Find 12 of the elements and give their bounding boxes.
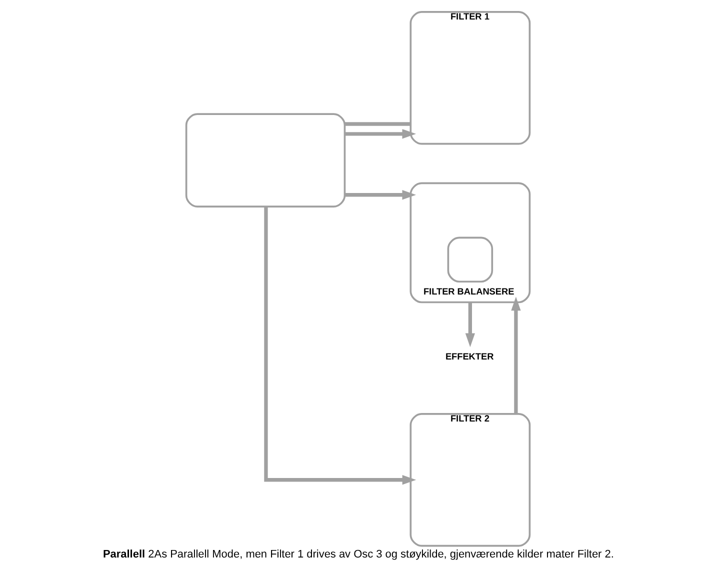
arrow: [464, 302, 474, 348]
node-box: [184, 113, 346, 208]
caption: Parallell 2As Parallell Mode, men Filter 1 drives av Osc 3 og støykilde, gjenværende kilder mater Filter 2.: [102, 548, 614, 560]
connector: [344, 122, 410, 126]
node-box: FILTER 1: [409, 11, 530, 145]
node-text: EFFEKTER: [444, 351, 494, 362]
arrow: [344, 190, 416, 200]
arrow: [264, 206, 416, 485]
arrow: [344, 129, 416, 139]
arrow: [510, 296, 520, 414]
node-box: FILTER 2: [409, 413, 530, 547]
node-box: FILTER BALANSERE: [409, 182, 530, 304]
